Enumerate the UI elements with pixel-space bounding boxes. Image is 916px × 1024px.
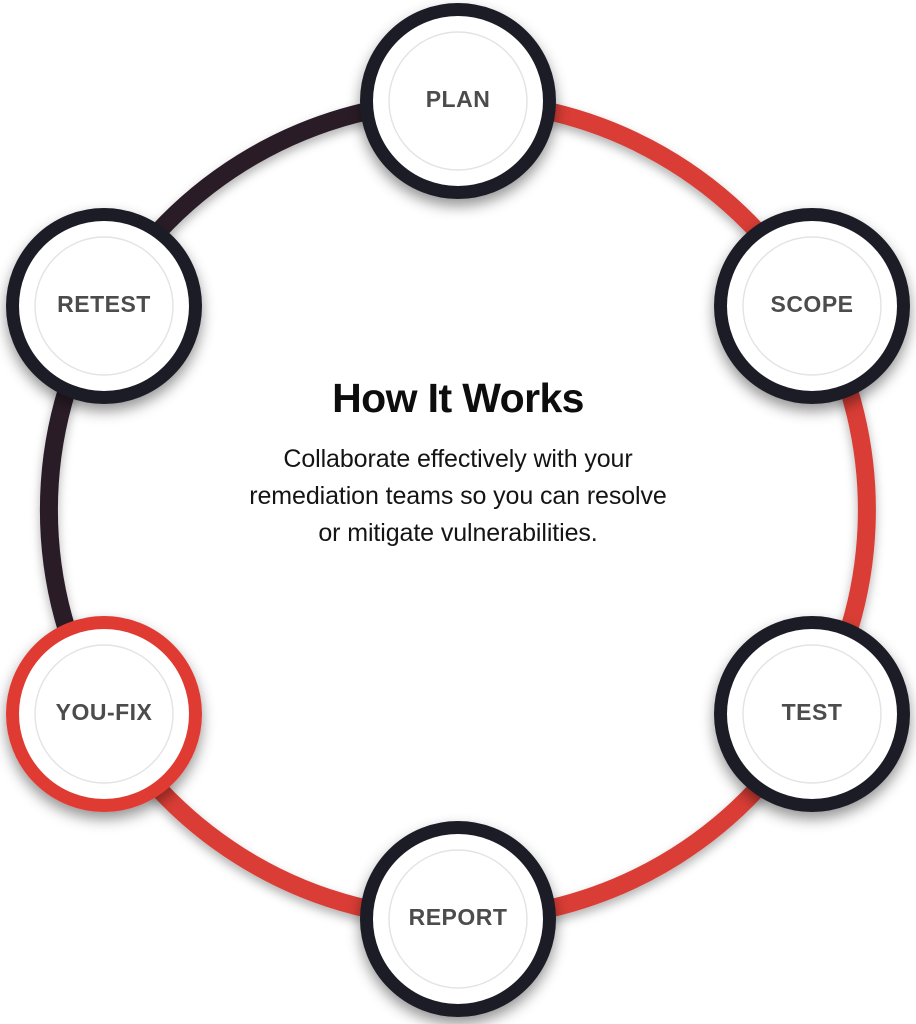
node-report-fill bbox=[366, 827, 550, 1011]
node-you-fix-ring bbox=[6, 616, 202, 812]
node-plan-fill bbox=[366, 9, 550, 193]
node-retest-ring bbox=[6, 208, 202, 404]
node-test-inner-circle bbox=[742, 644, 882, 784]
node-retest[interactable] bbox=[6, 208, 202, 404]
node-plan[interactable] bbox=[360, 3, 556, 199]
node-retest-fill bbox=[12, 214, 196, 398]
node-test[interactable] bbox=[714, 616, 910, 812]
ring-arcs bbox=[39, 92, 876, 928]
nodes-layer bbox=[6, 3, 910, 1017]
node-you-fix-inner-circle bbox=[34, 644, 174, 784]
node-you-fix[interactable] bbox=[6, 616, 202, 812]
node-plan-inner-circle bbox=[388, 31, 528, 171]
node-retest-inner-circle bbox=[34, 236, 174, 376]
node-test-fill bbox=[720, 622, 904, 806]
node-report[interactable] bbox=[360, 821, 556, 1017]
node-plan-ring bbox=[360, 3, 556, 199]
node-scope[interactable] bbox=[714, 208, 910, 404]
node-scope-ring bbox=[714, 208, 910, 404]
node-you-fix-fill bbox=[12, 622, 196, 806]
node-test-ring bbox=[714, 616, 910, 812]
arc-red-plan-to-youfix bbox=[95, 92, 876, 928]
node-scope-inner-circle bbox=[742, 236, 882, 376]
node-report-inner-circle bbox=[388, 849, 528, 989]
node-scope-fill bbox=[720, 214, 904, 398]
node-report-ring bbox=[360, 821, 556, 1017]
